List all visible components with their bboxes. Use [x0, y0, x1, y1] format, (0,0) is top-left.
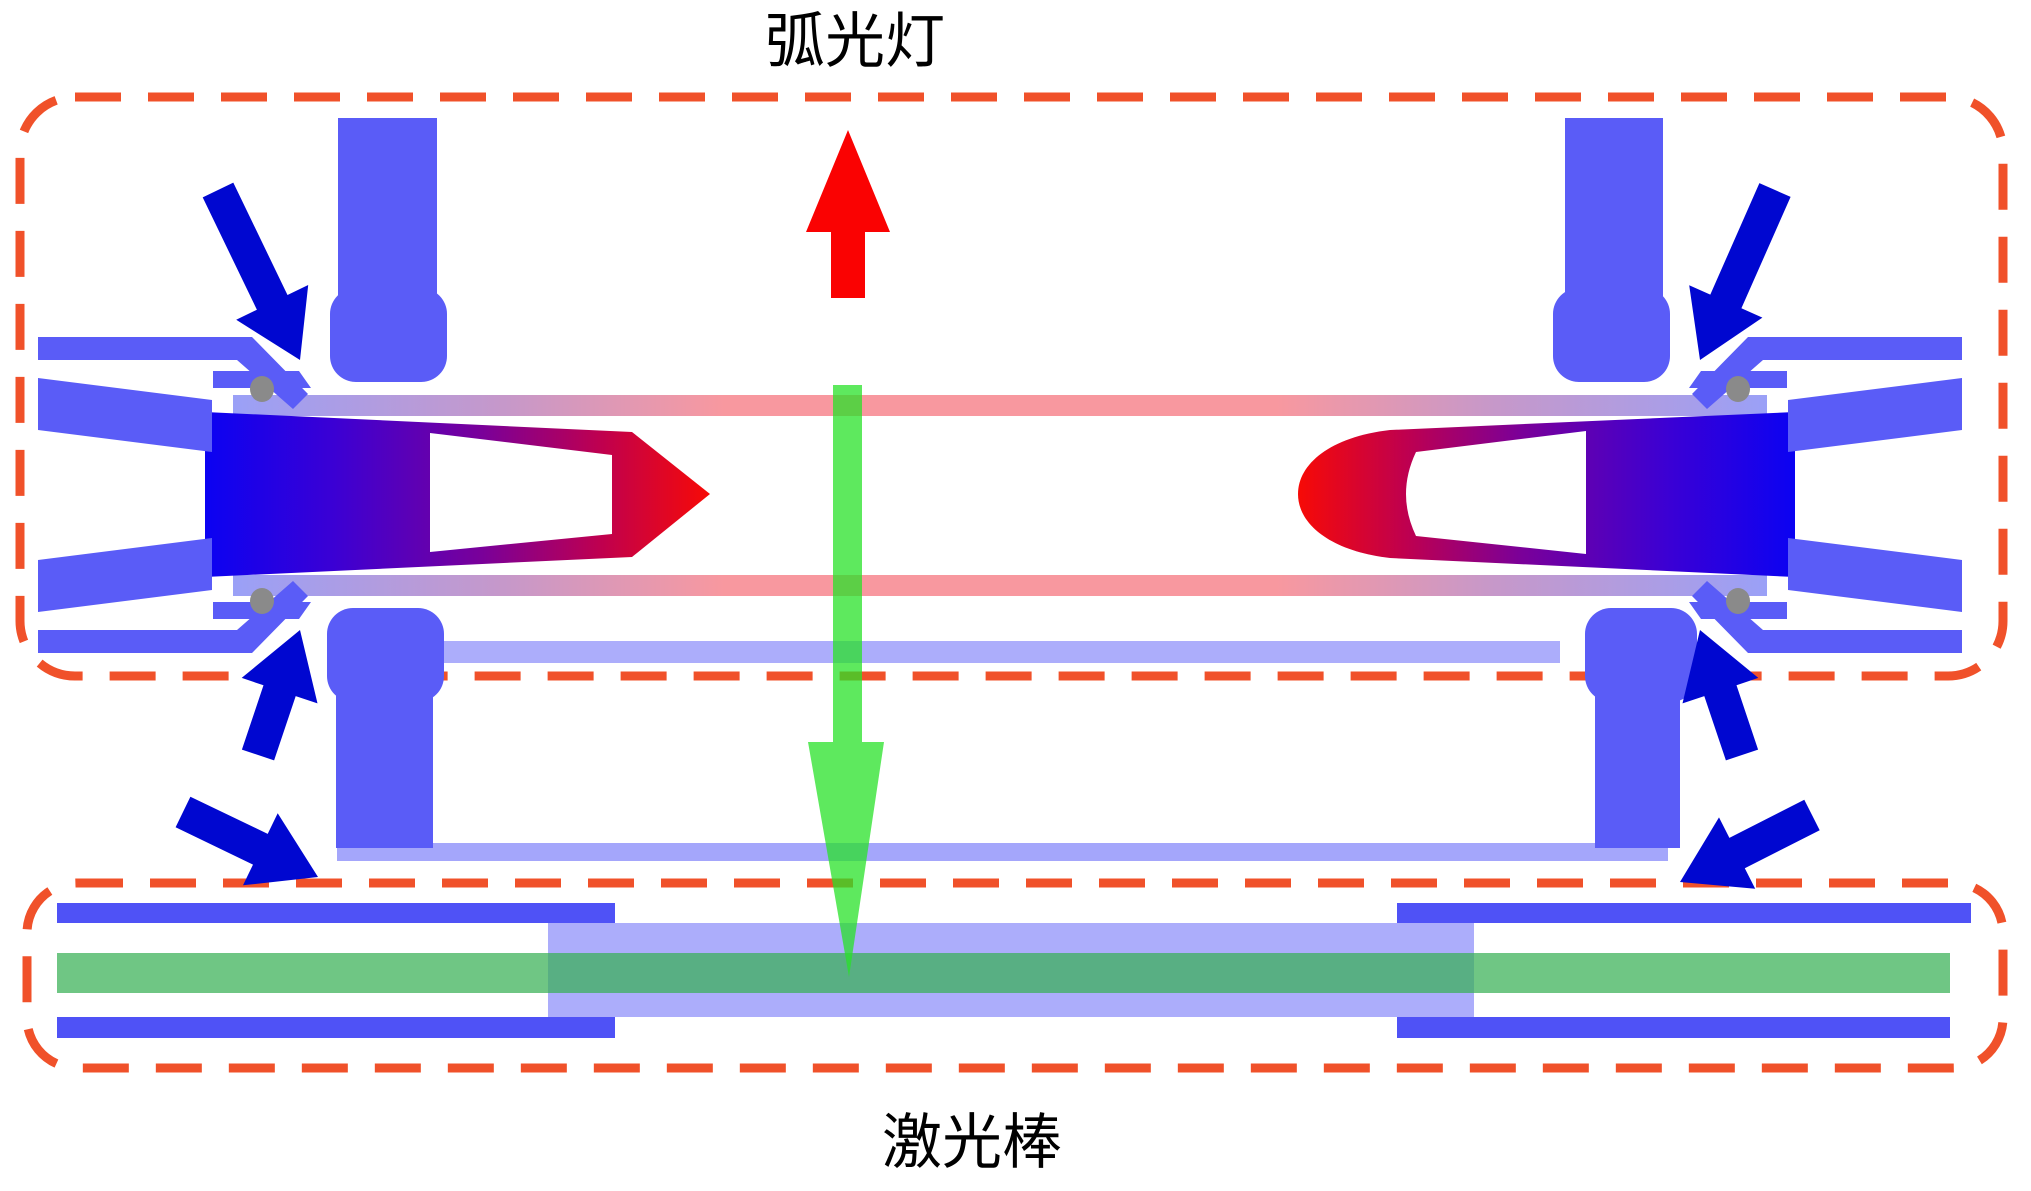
outer-jacket-bottom-wall — [443, 641, 1560, 663]
o-ring — [250, 376, 274, 402]
arc-lamp-dashed-box — [15, 92, 2008, 681]
left-end-seal — [38, 337, 311, 653]
port-collar — [327, 608, 444, 702]
seal-bar — [1788, 378, 1962, 452]
blue-flow-arrow-icon-bottom-left — [175, 796, 318, 886]
coolant-port-bottom-right — [1585, 608, 1697, 848]
right-end-seal — [1689, 337, 1962, 653]
laser-rod-bar — [57, 953, 1950, 993]
lamp-envelope-top-wall — [233, 395, 1767, 416]
seal-bar — [1692, 337, 1962, 409]
port-body — [1565, 118, 1663, 303]
blue-flow-arrow-icon-mid-right — [1682, 630, 1759, 761]
port-body — [338, 118, 437, 303]
port-collar — [1553, 288, 1670, 382]
port-collar — [1585, 608, 1697, 702]
laser-rod-dashed-box — [22, 878, 2008, 1073]
seal-bar — [38, 538, 212, 612]
rod-housing-bar-top-left — [57, 903, 615, 923]
blue-flow-arrow-icon-bottom-right — [1680, 799, 1820, 889]
red-up-arrow-icon — [806, 130, 890, 298]
right-electrode-cutout — [1406, 431, 1586, 554]
laser-rod-assembly — [57, 903, 1971, 1038]
arc-lamp-label: 弧光灯 — [765, 8, 945, 75]
coolant-port-top-right — [1553, 118, 1670, 382]
seal-bar — [1788, 538, 1962, 612]
green-down-arrow-icon — [808, 385, 884, 977]
port-body — [336, 690, 433, 848]
rod-housing-bar-bottom-left — [57, 1017, 615, 1038]
port-body — [1595, 690, 1680, 848]
blue-flow-arrow-icon-top-right — [1689, 183, 1791, 360]
seal-bar — [38, 378, 212, 452]
right-electrode — [1298, 412, 1795, 577]
blue-flow-arrow-icon-top-left — [202, 182, 309, 360]
coolant-manifold-tube — [337, 843, 1668, 861]
blue-flow-arrow-icon-mid-left — [241, 630, 318, 761]
left-electrode — [205, 412, 710, 577]
port-collar — [330, 288, 447, 382]
laser-rod-label: 激光棒 — [882, 1109, 1062, 1176]
o-ring — [250, 588, 274, 614]
o-ring — [1726, 588, 1750, 614]
lamp-envelope-bottom-wall — [233, 575, 1767, 596]
rod-housing-bar-top-right — [1397, 903, 1971, 923]
rod-housing-bar-bottom-right — [1397, 1017, 1950, 1038]
coolant-port-top-left — [330, 118, 447, 382]
left-electrode-cutout — [430, 433, 612, 552]
seal-bar — [38, 337, 308, 409]
seal-bar — [1692, 581, 1962, 653]
coolant-port-bottom-left — [327, 608, 444, 848]
seal-bar — [38, 581, 308, 653]
o-ring — [1726, 376, 1750, 402]
